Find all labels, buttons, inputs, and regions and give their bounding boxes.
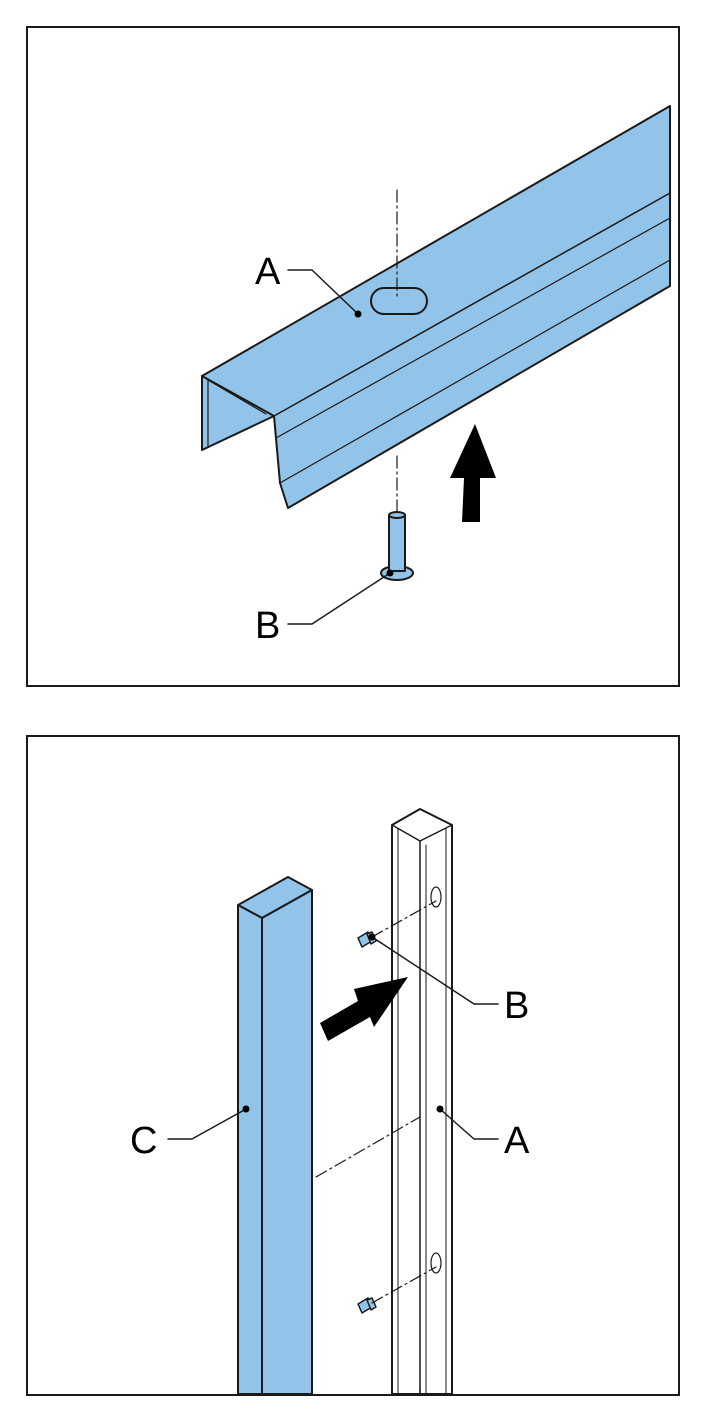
channel-post-icon [391, 808, 453, 1394]
cut-marks [237, 1386, 453, 1394]
leader-dots [354, 310, 394, 577]
leader-lines [287, 269, 391, 625]
square-tube-icon [237, 876, 313, 1394]
callout-label-c: C [130, 1120, 157, 1162]
leader-dots [242, 933, 444, 1113]
callout-label-a: A [504, 1120, 530, 1162]
channel-profile-icon [201, 105, 671, 509]
step-2-panel: B A C [26, 735, 680, 1396]
callout-label-b: B [255, 605, 280, 647]
leader-lines [167, 936, 499, 1140]
rivet-icon [380, 511, 414, 581]
slot-icon [370, 287, 428, 315]
insert-arrow-icon [320, 977, 408, 1041]
step-2-illustration: B A C [130, 808, 530, 1394]
guide-lines [315, 900, 437, 1304]
callout-label-a: A [255, 251, 281, 293]
callout-label-b: B [504, 985, 529, 1027]
up-arrow-icon [450, 424, 496, 522]
step-1-panel: A B [26, 26, 680, 687]
hole-icons [430, 886, 442, 1274]
step-1-illustration: A B [201, 105, 671, 647]
screw-icon [357, 931, 377, 1314]
